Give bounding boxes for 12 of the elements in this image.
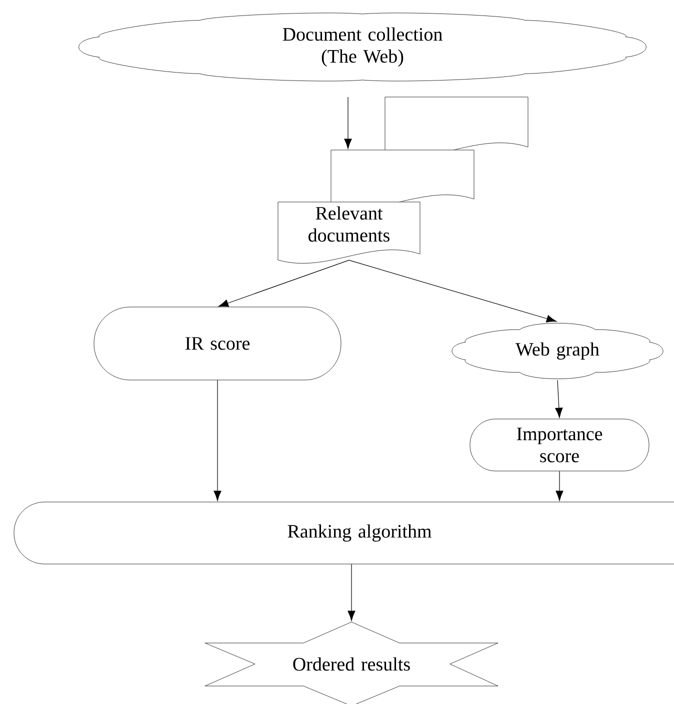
document-shape (330, 150, 474, 202)
arrow (348, 260, 557, 322)
arrow (214, 380, 222, 501)
document-shape (384, 96, 528, 150)
rounded-box: Ranking algorithm (14, 502, 674, 564)
arrow (344, 96, 352, 149)
arrow (348, 564, 356, 621)
arrow (218, 260, 350, 307)
rounded-box: IR score (94, 306, 342, 380)
arrow (556, 470, 564, 501)
rounded-box: Importance score (470, 418, 650, 472)
arrow (555, 380, 563, 418)
